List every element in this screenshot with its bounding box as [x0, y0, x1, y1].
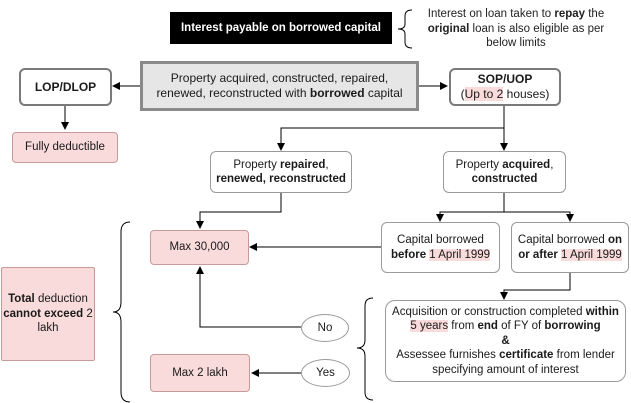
- diagram-title-text: Interest payable on borrowed capital: [180, 21, 382, 34]
- yes-label: Yes: [316, 366, 335, 379]
- arrow-repaired-to-max30: [196, 192, 282, 229]
- lop-dlop-node: LOP/DLOP: [19, 68, 112, 106]
- acquired-text: Property acquired,constructed: [455, 158, 554, 185]
- sop-uop-node: SOP/UOP (Up to 2 houses): [449, 68, 561, 106]
- max-2-lakh-text: Max 2 lakh: [172, 366, 228, 379]
- fully-deductible-label: Fully deductible: [25, 141, 105, 154]
- lop-dlop-label: LOP/DLOP: [34, 79, 97, 94]
- property-text: Property acquired, constructed, repaired…: [156, 71, 403, 100]
- arrow-acquired-split: [436, 192, 505, 222]
- brace-condition: [356, 297, 374, 401]
- max-2-lakh-node: Max 2 lakh: [150, 354, 250, 392]
- repaired-node: Property repaired,renewed, reconstructed: [210, 151, 352, 193]
- yes-decision: Yes: [301, 359, 350, 387]
- sop-uop-subtitle: (Up to 2 houses): [460, 87, 550, 101]
- sop-uop-title: SOP/UOP: [477, 72, 533, 86]
- brace-note: [397, 9, 413, 49]
- arrow-after-to-condition: [500, 273, 571, 300]
- brace-total: [112, 221, 131, 403]
- fully-deductible-node: Fully deductible: [12, 132, 118, 163]
- diagram-title: Interest payable on borrowed capital: [170, 12, 392, 44]
- arrow-to-repaired: [277, 106, 505, 151]
- arrow-to-after: [504, 211, 574, 222]
- repay-note: Interest on loan taken to repay the orig…: [418, 6, 614, 52]
- condition-node: Acquisition or construction completed wi…: [385, 300, 626, 382]
- arrow-no-to-max30: [196, 266, 301, 328]
- condition-text: Acquisition or construction completed wi…: [392, 306, 619, 376]
- acquired-node: Property acquired,constructed: [443, 151, 566, 193]
- max-30000-text: Max 30,000: [169, 241, 230, 254]
- no-decision: No: [301, 314, 349, 342]
- no-label: No: [317, 321, 333, 334]
- repay-note-text: Interest on loan taken to repay the orig…: [427, 8, 605, 50]
- repaired-text: Property repaired,renewed, reconstructed: [216, 158, 346, 185]
- max-30000-node: Max 30,000: [150, 230, 249, 265]
- property-node: Property acquired, constructed, repaired…: [140, 61, 419, 111]
